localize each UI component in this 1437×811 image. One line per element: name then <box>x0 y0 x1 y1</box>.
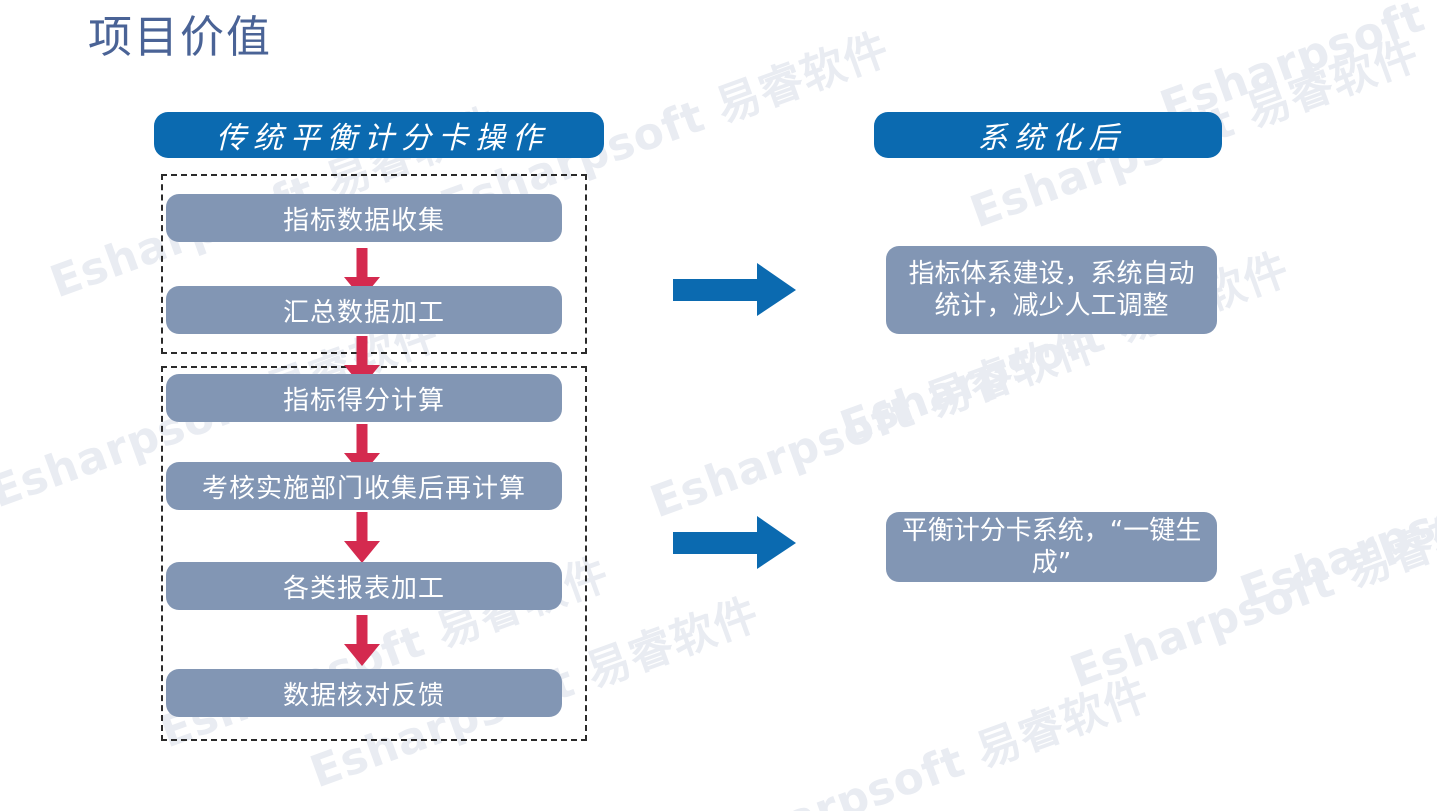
result-outcome-box[interactable]: 指标体系建设，系统自动统计，减少人工调整 <box>886 246 1217 334</box>
process-step-box[interactable]: 考核实施部门收集后再计算 <box>166 462 562 510</box>
process-step-box[interactable]: 指标得分计算 <box>166 374 562 422</box>
left-column-header: 传统平衡计分卡操作 <box>154 112 604 158</box>
arrow-right-icon <box>673 516 797 570</box>
process-group-one <box>161 174 587 354</box>
process-step-box[interactable]: 各类报表加工 <box>166 562 562 610</box>
arrow-right-icon <box>673 263 797 317</box>
arrow-down-icon <box>340 512 384 564</box>
arrow-down-icon <box>340 615 384 667</box>
page-title: 项目价值 <box>88 12 272 63</box>
process-step-box[interactable]: 汇总数据加工 <box>166 286 562 334</box>
result-outcome-box[interactable]: 平衡计分卡系统，“一键生成” <box>886 512 1217 582</box>
right-column-header: 系统化后 <box>874 112 1222 158</box>
process-step-box[interactable]: 数据核对反馈 <box>166 669 562 717</box>
process-step-box[interactable]: 指标数据收集 <box>166 194 562 242</box>
